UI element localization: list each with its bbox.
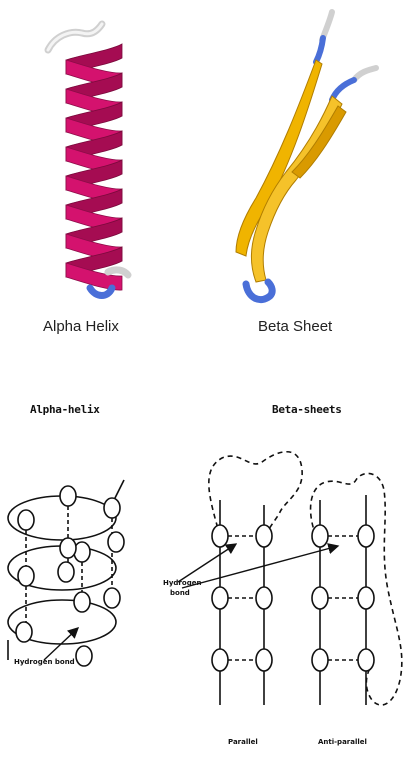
sheet-hbond-label-line1: Hydrogen (163, 579, 202, 587)
parallel-label: Parallel (228, 738, 258, 746)
sheet-top-loop (313, 35, 326, 65)
helix-hbond-label: Hydrogen bond (14, 658, 75, 666)
sheet-hydrogen-bonds (228, 535, 358, 661)
helix-turn-front (65, 262, 123, 291)
sheet-atom (311, 524, 329, 548)
sheet-atom (357, 524, 375, 548)
sheet-hbond-arrow-1 (177, 543, 238, 583)
helix-atom (57, 561, 75, 583)
sheet-atom (211, 648, 229, 672)
parallel-loop-dashed (208, 451, 303, 537)
helix-turns (65, 43, 123, 291)
alpha-helix-schematic (7, 479, 125, 667)
sheet-atom (255, 586, 273, 610)
helix-atom (17, 509, 35, 531)
helix-atom (15, 621, 33, 643)
sheet-atom (357, 648, 375, 672)
beta-sheet-caption: Beta Sheet (258, 318, 333, 335)
sheet-atom (311, 648, 329, 672)
helix-atoms (15, 485, 125, 667)
sheet-right-loop (329, 77, 357, 103)
helix-axis-tail-top (113, 479, 125, 501)
beta-sheets-heading: Beta-sheets (272, 403, 342, 416)
helix-atom (59, 485, 77, 507)
sheet-bottom-loop (242, 278, 276, 303)
sheet-atom (255, 524, 273, 548)
alpha-helix-caption: Alpha Helix (43, 318, 119, 335)
helix-hbond-arrow (43, 627, 80, 661)
helix-atom (107, 531, 125, 553)
helix-atom (17, 565, 35, 587)
helix-atom (59, 537, 77, 559)
sheet-right-coil (351, 65, 379, 83)
helix-top-coil-highlight (46, 22, 104, 52)
helix-atom (75, 645, 93, 667)
sheet-atom (211, 524, 229, 548)
helix-atom (103, 587, 121, 609)
beta-strand-1 (235, 59, 323, 257)
helix-bottom-coil (104, 266, 132, 279)
alpha-helix-heading: Alpha-helix (30, 403, 100, 416)
helix-bottom-loop (86, 284, 116, 299)
beta-sheets-schematic (177, 451, 403, 706)
sheet-atom (211, 586, 229, 610)
sheet-hbond-label-line2: bond (170, 589, 190, 597)
antiparallel-label: Anti-parallel (318, 738, 367, 746)
antiparallel-loop-dashed (309, 472, 403, 706)
sheet-atom (311, 586, 329, 610)
sheet-atom (357, 586, 375, 610)
helix-hydrogen-bonds (25, 506, 113, 622)
sheet-atom (255, 648, 273, 672)
helix-top-coil (44, 20, 106, 54)
sheet-hbond-arrow-2 (181, 543, 340, 589)
sheet-strands (219, 495, 367, 705)
alpha-helix-ribbon (44, 20, 132, 299)
beta-sheet-ribbon (235, 9, 379, 303)
beta-strand-3 (291, 105, 347, 179)
helix-atom (103, 497, 121, 519)
sheet-atoms (211, 524, 375, 672)
helix-atom (73, 591, 91, 613)
